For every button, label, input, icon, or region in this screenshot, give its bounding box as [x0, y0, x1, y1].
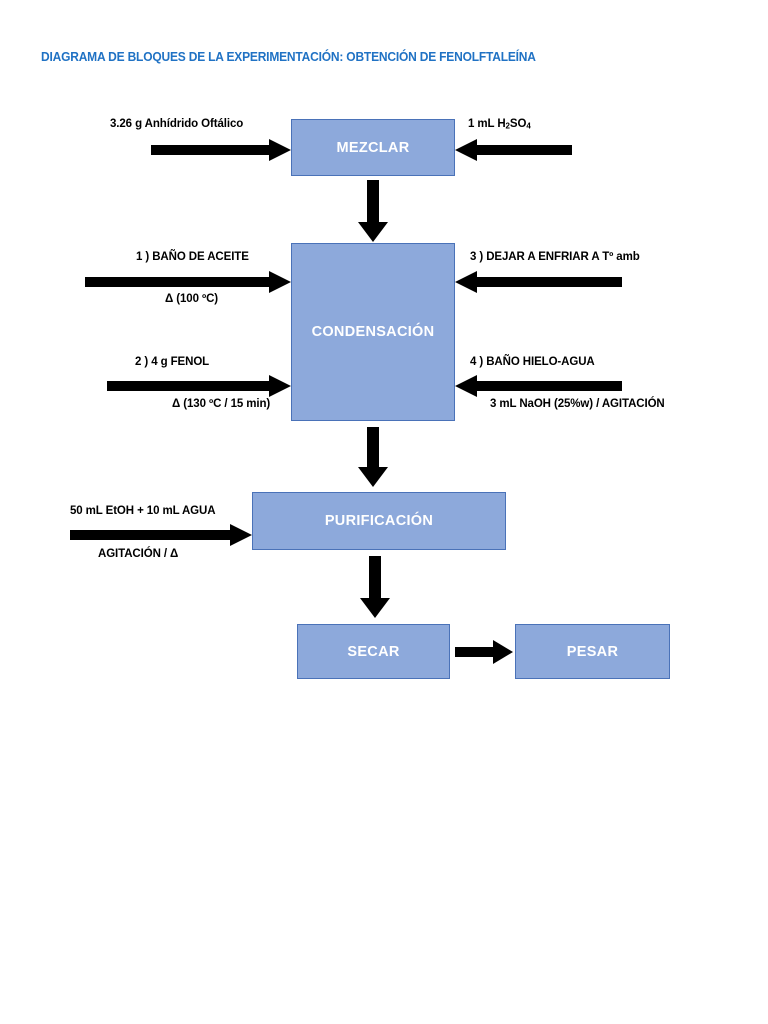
note-bano-hielo-agua: 4 ) BAÑO HIELO-AGUA	[470, 356, 595, 368]
box-label-mezclar: MEZCLAR	[336, 139, 410, 156]
process-box-pesar[interactable]: PESAR	[515, 624, 670, 679]
note-agitacion-condition: AGITACIÓN / Δ	[98, 548, 179, 560]
arrow-left-icon-dejar-enfriar	[455, 271, 622, 293]
process-box-purificacion[interactable]: PURIFICACIÓN	[252, 492, 506, 550]
note-dejar-enfriar: 3 ) DEJAR A ENFRIAR A Tº amb	[470, 251, 640, 263]
process-box-secar[interactable]: SECAR	[297, 624, 450, 679]
arrow-right-icon-into-mezclar	[151, 139, 291, 161]
box-label-pesar: PESAR	[566, 643, 619, 660]
note-bano-aceite-condition: Δ (100 ºC)	[165, 293, 219, 305]
box-label-condensacion: CONDENSACIÓN	[311, 324, 435, 340]
arrow-down-icon-purificacion-to-secar	[360, 556, 390, 618]
arrow-down-icon-mezclar-to-condensacion	[358, 180, 388, 242]
arrow-down-icon-condensacion-to-purificacion	[358, 427, 388, 487]
note-etoh-agua: 50 mL EtOH + 10 mL AGUA	[70, 505, 216, 517]
note-anhidrido-oftalico: 3.26 g Anhídrido Oftálico	[110, 118, 244, 130]
note-naoh-agitacion: 3 mL NaOH (25%w) / AGITACIÓN	[490, 398, 665, 410]
note-fenol: 2 ) 4 g FENOL	[135, 356, 210, 368]
box-label-purificacion: PURIFICACIÓN	[324, 513, 434, 529]
arrow-right-icon-bano-aceite	[85, 271, 291, 293]
note-fenol-condition: Δ (130 ºC / 15 min)	[172, 398, 271, 410]
arrow-right-icon-etoh-agua	[70, 524, 252, 546]
arrow-right-icon-fenol	[107, 375, 291, 397]
arrow-right-icon-secar-to-pesar	[455, 640, 513, 664]
note-bano-de-aceite: 1 ) BAÑO DE ACEITE	[136, 251, 249, 263]
arrow-left-icon-into-mezclar	[455, 139, 572, 161]
process-box-condensacion[interactable]: CONDENSACIÓN	[291, 243, 455, 421]
box-label-secar: SECAR	[347, 643, 400, 660]
note-h2so4: 1 mL H2SO4	[468, 118, 531, 131]
arrow-left-icon-bano-hielo-agua	[455, 375, 622, 397]
page-title: DIAGRAMA DE BLOQUES DE LA EXPERIMENTACIÓ…	[41, 50, 536, 64]
process-box-mezclar[interactable]: MEZCLAR	[291, 119, 455, 176]
